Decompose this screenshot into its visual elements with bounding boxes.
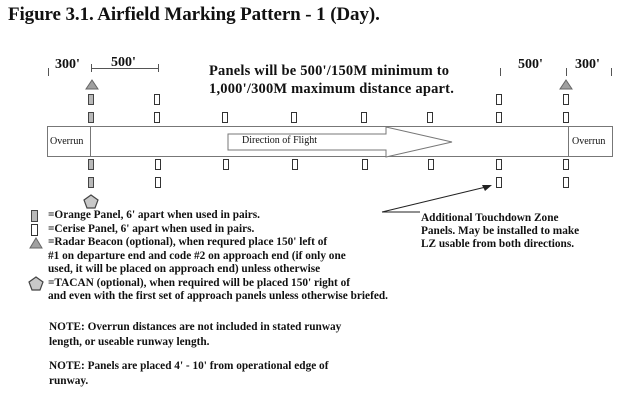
direction-of-flight-label: Direction of Flight [242, 135, 317, 146]
cerise-panel [292, 159, 298, 170]
cerise-panel [362, 159, 368, 170]
orange-panel-icon [31, 210, 38, 222]
cerise-panel [496, 94, 502, 105]
legend-item-tacan-cont: and even with the first set of approach … [48, 290, 388, 302]
note-line: length, or useable runway length. [49, 336, 210, 348]
left-spacing-dimension: 500' [111, 55, 136, 70]
touchdown-note-line: Panels. May be installed to make [421, 225, 580, 237]
cerise-panel [223, 159, 229, 170]
cerise-panel [155, 177, 161, 188]
left-overrun: Overrun [47, 126, 91, 157]
radar-beacon-icon [559, 79, 573, 90]
right-overrun: Overrun [568, 126, 613, 157]
cerise-panel [496, 177, 502, 188]
tacan-icon [28, 276, 44, 291]
dimension-line [91, 68, 159, 69]
cerise-panel [154, 94, 160, 105]
touchdown-note-line: Additional Touchdown Zone [421, 212, 559, 224]
cerise-panel [563, 177, 569, 188]
right-overrun-dimension: 300' [575, 57, 600, 72]
cerise-panel [428, 159, 434, 170]
note-panel-placement: NOTE: Panels are placed 4' - 10' from op… [49, 359, 328, 389]
touchdown-note-line: LZ usable from both directions. [421, 238, 575, 250]
note-line: NOTE: Panels are placed 4' - 10' from op… [49, 360, 329, 372]
legend-item-orange-panel: =Orange Panel, 6' apart when used in pai… [48, 209, 260, 221]
left-overrun-dimension: 300' [55, 57, 80, 72]
dimension-tick [566, 68, 567, 76]
cerise-panel [154, 112, 160, 123]
orange-panel [88, 159, 94, 170]
cerise-panel [222, 112, 228, 123]
cerise-panel [155, 159, 161, 170]
cerise-panel [361, 112, 367, 123]
radar-beacon-icon [85, 79, 99, 90]
orange-panel [88, 112, 94, 123]
cerise-panel [563, 159, 569, 170]
panel-spacing-note-line: Panels will be 500'/150M minimum to [209, 63, 450, 79]
touchdown-pointer-arrow-icon [381, 185, 492, 213]
left-overrun-label: Overrun [50, 136, 84, 147]
tacan-icon [83, 194, 99, 209]
cerise-panel [563, 94, 569, 105]
legend: =Orange Panel, 6' apart when used in pai… [48, 209, 388, 304]
orange-panel [88, 94, 94, 105]
legend-item-radar-beacon: =Radar Beacon (optional), when requred p… [48, 236, 328, 248]
legend-item-cerise-panel: =Cerise Panel, 6' apart when used in pai… [48, 222, 255, 235]
legend-item-radar-beacon-cont: #1 on departure end and code #2 on appro… [48, 249, 346, 262]
radar-beacon-icon [29, 237, 43, 249]
dimension-tick [500, 68, 501, 76]
dimension-tick [158, 64, 159, 72]
touchdown-zone-note: Additional Touchdown Zone Panels. May be… [421, 212, 579, 251]
note-line: NOTE: Overrun distances are not included… [49, 321, 342, 333]
cerise-panel [496, 159, 502, 170]
cerise-panel [563, 112, 569, 123]
note-overrun: NOTE: Overrun distances are not included… [49, 320, 341, 350]
right-spacing-dimension: 500' [518, 57, 543, 72]
cerise-panel [291, 112, 297, 123]
figure-title: Figure 3.1. Airfield Marking Pattern - 1… [8, 4, 380, 25]
cerise-panel [496, 112, 502, 123]
direction-arrow-icon [227, 126, 453, 158]
orange-panel [88, 177, 94, 188]
panel-spacing-note: Panels will be 500'/150M minimum to 1,00… [209, 62, 454, 98]
legend-item-radar-beacon-cont: used, it will be placed on approach end)… [48, 263, 321, 275]
panel-spacing-note-line: 1,000'/300M maximum distance apart. [209, 81, 455, 97]
note-line: runway. [49, 375, 89, 387]
dimension-tick [611, 68, 612, 76]
dimension-tick [48, 68, 49, 76]
legend-item-tacan: =TACAN (optional), when required will be… [48, 276, 351, 289]
cerise-panel [427, 112, 433, 123]
cerise-panel-icon [31, 224, 38, 236]
right-overrun-label: Overrun [572, 136, 606, 147]
